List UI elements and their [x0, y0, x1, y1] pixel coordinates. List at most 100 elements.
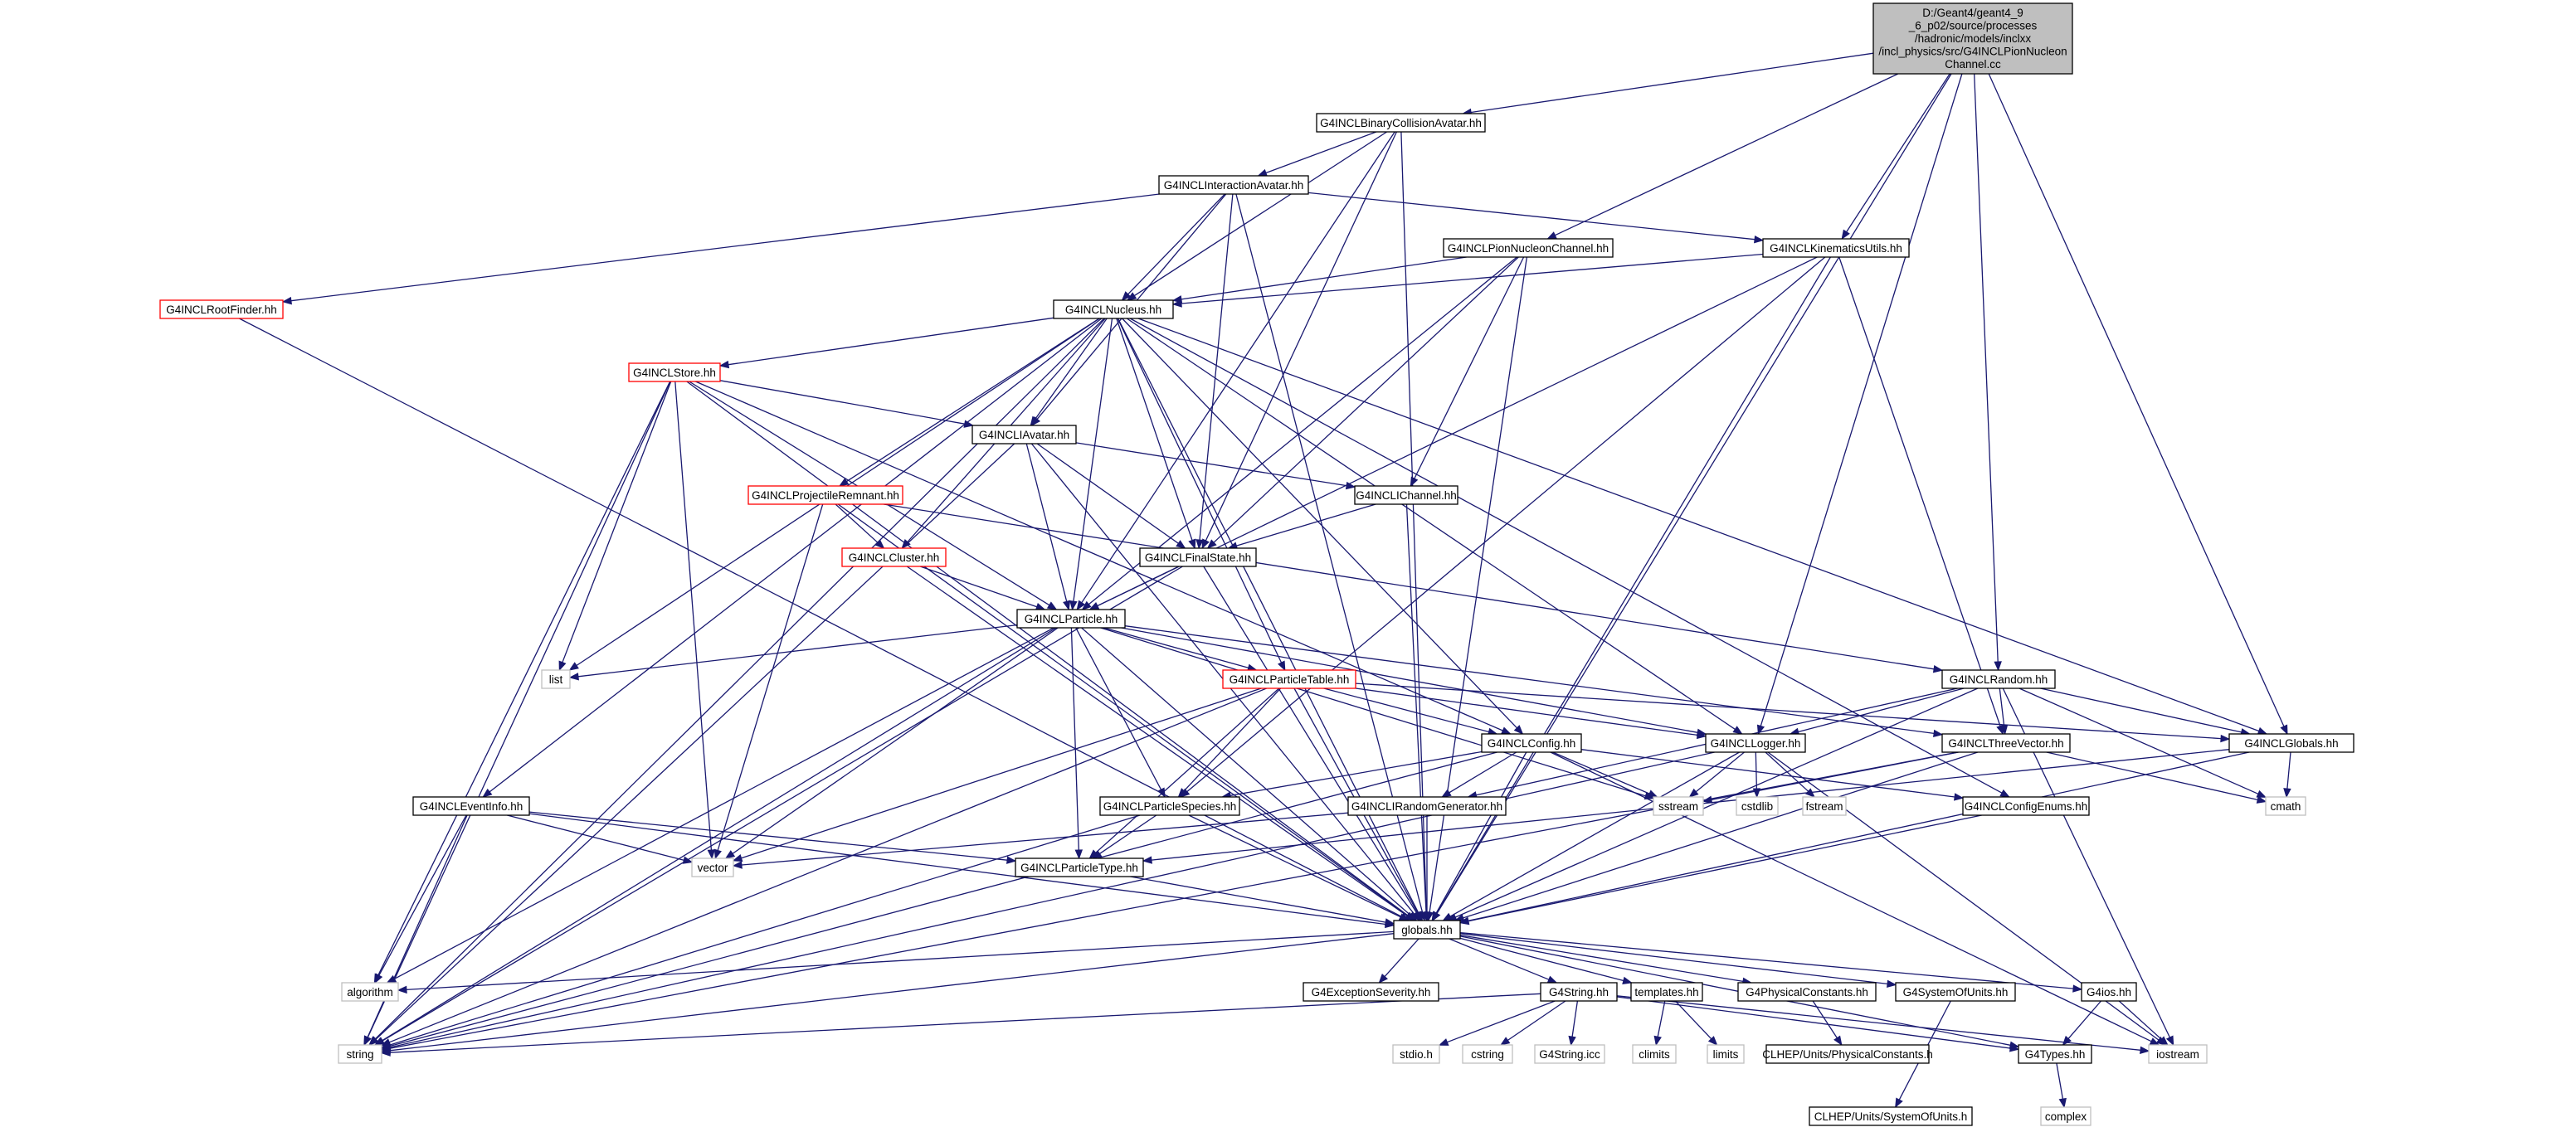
- edge-line: [674, 381, 713, 851]
- edge-line: [1674, 1000, 1712, 1040]
- node-root[interactable]: D:/Geant4/geant4_9_6_p02/source/processe…: [1872, 2, 2073, 75]
- arrowhead-icon: [1345, 481, 1356, 490]
- node-label: algorithm: [347, 986, 393, 998]
- edge-line: [732, 627, 1059, 854]
- node-g4ios[interactable]: G4ios.hh: [2081, 982, 2137, 1002]
- node-box: [1316, 113, 1486, 133]
- edge-line: [1459, 931, 2074, 989]
- node-logger[interactable]: G4INCLLogger.hh: [1705, 733, 1806, 753]
- node-clhepunits[interactable]: CLHEP/Units/SystemOfUnits.h: [1809, 1106, 1973, 1126]
- node-g4stringicc[interactable]: G4String.icc: [1534, 1044, 1605, 1064]
- edge-line: [1846, 73, 1950, 232]
- edge-species-to-ptype: [1092, 814, 1157, 859]
- node-physconst[interactable]: G4PhysicalConstants.hh: [1737, 982, 1877, 1002]
- node-label: limits: [1713, 1048, 1739, 1061]
- node-g4string[interactable]: G4String.hh: [1540, 982, 1618, 1002]
- node-g4types[interactable]: G4Types.hh: [2018, 1044, 2092, 1064]
- node-store[interactable]: G4INCLStore.hh: [628, 362, 721, 382]
- node-projectile[interactable]: G4INCLProjectileRemnant.hh: [747, 485, 903, 505]
- edge-line: [835, 503, 879, 543]
- node-complex[interactable]: complex: [2040, 1106, 2091, 1126]
- edge-species-to-string: [380, 814, 1141, 1049]
- node-label: fstream: [1805, 800, 1843, 813]
- node-cstring[interactable]: cstring: [1462, 1044, 1513, 1064]
- node-box: [541, 669, 571, 689]
- edge-line: [1571, 1000, 1579, 1037]
- arrowhead-icon: [1176, 540, 1186, 549]
- edge-line: [719, 380, 965, 425]
- arrowhead-icon: [732, 861, 743, 869]
- node-ichannel[interactable]: G4INCLIChannel.hh: [1354, 485, 1458, 505]
- node-ptype[interactable]: G4INCLParticleType.hh: [1015, 858, 1144, 877]
- node-binary[interactable]: G4INCLBinaryCollisionAvatar.hh: [1316, 113, 1486, 133]
- node-exception[interactable]: G4ExceptionSeverity.hh: [1303, 982, 1439, 1002]
- node-configenums[interactable]: G4INCLConfigEnums.hh: [1962, 796, 2090, 816]
- edge-line: [1081, 131, 1395, 604]
- node-vector[interactable]: vector: [691, 858, 734, 877]
- edge-pionchannel-to-ichannel: [1410, 256, 1525, 488]
- node-pionchannel[interactable]: G4INCLPionNucleonChannel.hh: [1443, 238, 1614, 258]
- edge-iavatar-to-particle: [1025, 443, 1071, 611]
- node-climits[interactable]: climits: [1632, 1044, 1677, 1064]
- node-sysunits[interactable]: G4SystemOfUnits.hh: [1895, 982, 2016, 1002]
- arrowhead-icon: [2283, 788, 2291, 799]
- node-cluster[interactable]: G4INCLCluster.hh: [841, 547, 947, 567]
- node-sstream[interactable]: sstream: [1653, 796, 1704, 816]
- node-ptable[interactable]: G4INCLParticleTable.hh: [1222, 669, 1356, 689]
- node-iostream[interactable]: iostream: [2148, 1044, 2208, 1064]
- edge-line: [1507, 1000, 1566, 1041]
- edge-line: [1695, 751, 1745, 793]
- node-irandom[interactable]: G4INCLIRandomGenerator.hh: [1347, 796, 1507, 816]
- node-label: G4INCLIChannel.hh: [1356, 489, 1457, 502]
- edge-line: [2018, 687, 2259, 794]
- edge-globalshh-to-algorithm: [397, 930, 1395, 994]
- node-templates[interactable]: templates.hh: [1630, 982, 1703, 1002]
- edge-ptable-to-globals: [1355, 683, 2231, 743]
- node-interaction[interactable]: G4INCLInteractionAvatar.hh: [1158, 175, 1309, 195]
- node-rootfinder[interactable]: G4INCLRootFinder.hh: [159, 299, 284, 319]
- node-label: globals.hh: [1401, 924, 1453, 936]
- node-random[interactable]: G4INCLRandom.hh: [1941, 669, 2056, 689]
- node-species[interactable]: G4INCLParticleSpecies.hh: [1099, 796, 1240, 816]
- node-box: [1354, 485, 1458, 505]
- node-nucleus[interactable]: G4INCLNucleus.hh: [1053, 299, 1174, 319]
- edge-line: [406, 930, 1395, 991]
- edge-line: [1075, 442, 1347, 487]
- edge-line: [1760, 73, 1963, 726]
- edge-g4string-to-stdio: [1438, 1000, 1556, 1046]
- node-box: [1099, 796, 1240, 816]
- arrowhead-icon: [1438, 1038, 1449, 1046]
- node-stdio[interactable]: stdio.h: [1392, 1044, 1440, 1064]
- node-eventinfo[interactable]: G4INCLEventInfo.hh: [412, 796, 530, 816]
- arrowhead-icon: [2062, 1035, 2072, 1047]
- node-config[interactable]: G4INCLConfig.hh: [1481, 733, 1582, 753]
- arrowhead-icon: [397, 985, 407, 994]
- node-limits[interactable]: limits: [1707, 1044, 1745, 1064]
- edge-irandom-to-globalshh: [1423, 815, 1431, 922]
- arrowhead-icon: [963, 420, 975, 428]
- arrowhead-icon: [1756, 724, 1765, 736]
- node-kinematics[interactable]: G4INCLKinematicsUtils.hh: [1762, 238, 1910, 258]
- edge-line: [1188, 814, 1401, 918]
- node-cmath[interactable]: cmath: [2265, 796, 2306, 816]
- node-fstream[interactable]: fstream: [1802, 796, 1847, 816]
- edge-g4string-to-g4stringicc: [1568, 1000, 1579, 1047]
- node-box: [1809, 1106, 1973, 1126]
- node-list[interactable]: list: [541, 669, 571, 689]
- node-threevector[interactable]: G4INCLThreeVector.hh: [1941, 733, 2071, 753]
- node-globals[interactable]: G4INCLGlobals.hh: [2228, 733, 2354, 753]
- edge-particle-to-threevector: [1124, 625, 1944, 738]
- edge-store-to-iavatar: [719, 380, 975, 428]
- arrowhead-icon: [1513, 725, 1524, 735]
- node-string[interactable]: string: [338, 1044, 382, 1064]
- node-globalshh[interactable]: globals.hh: [1393, 920, 1461, 940]
- node-particle[interactable]: G4INCLParticle.hh: [1016, 609, 1126, 629]
- arrowhead-icon: [1499, 1037, 1511, 1046]
- node-iavatar[interactable]: G4INCLIAvatar.hh: [971, 425, 1077, 445]
- node-cstdlib[interactable]: cstdlib: [1736, 796, 1779, 816]
- node-clhepphys[interactable]: CLHEP/Units/PhysicalConstants.h: [1762, 1044, 1933, 1064]
- edge-nucleus-to-ptable: [1117, 318, 1286, 672]
- node-finalstate[interactable]: G4INCLFinalState.hh: [1139, 547, 1257, 567]
- node-algorithm[interactable]: algorithm: [341, 982, 399, 1002]
- edge-projectile-to-random: [883, 503, 1944, 673]
